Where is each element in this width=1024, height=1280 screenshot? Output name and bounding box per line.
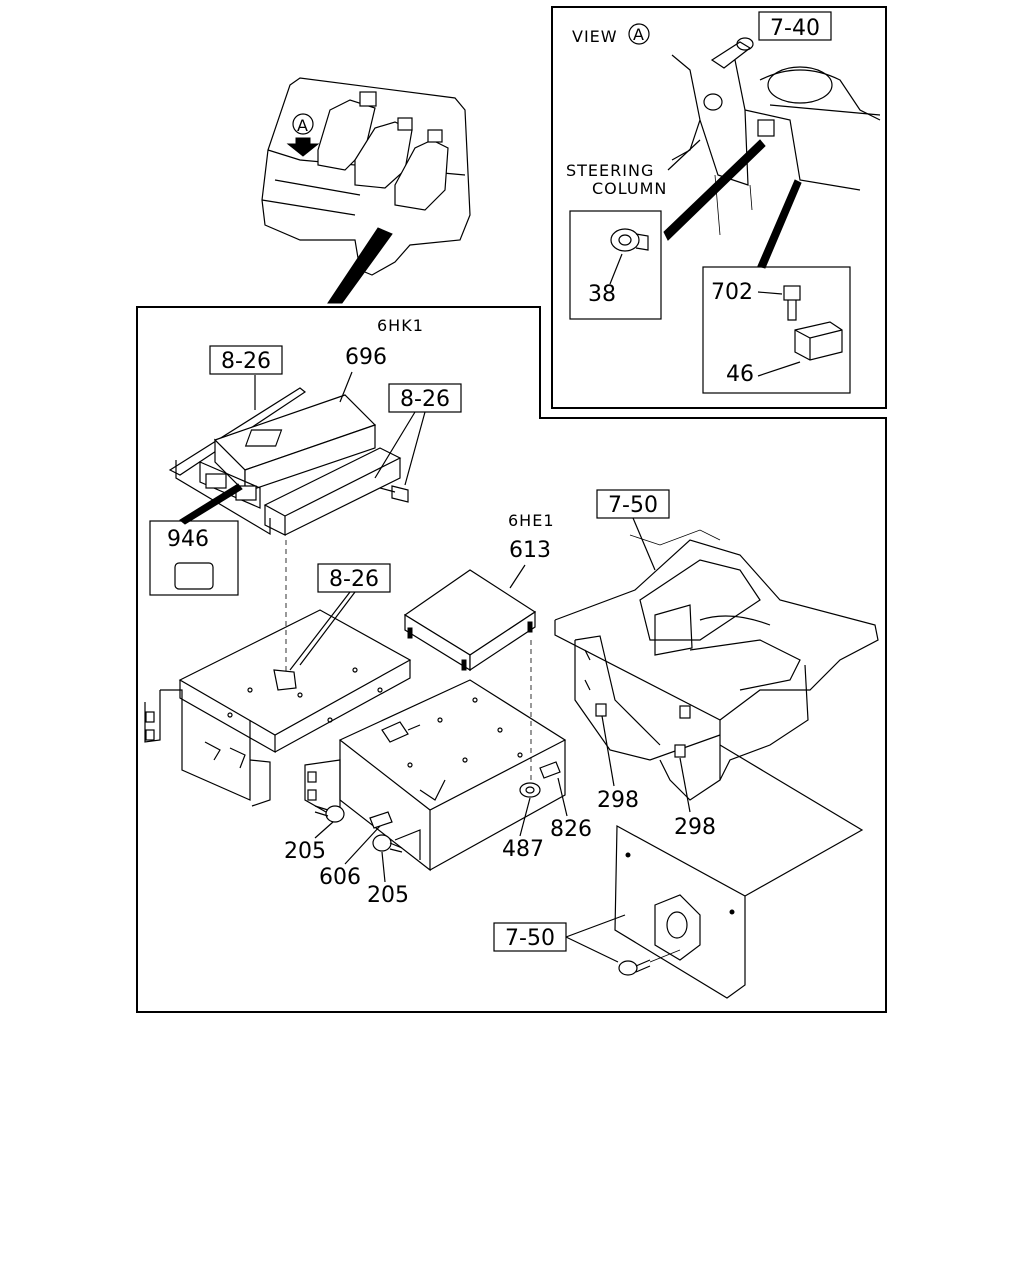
part-613-label: 613 bbox=[509, 538, 551, 563]
part-702-label: 702 bbox=[711, 280, 753, 305]
bolt-7-50-axis bbox=[649, 949, 681, 963]
part-205-a-label: 205 bbox=[284, 839, 326, 864]
steering-leader bbox=[667, 139, 701, 171]
cab-sketch: A bbox=[261, 77, 471, 304]
detail-38-arrow bbox=[663, 139, 766, 241]
view-a-frame bbox=[551, 6, 887, 409]
steering-label-line1: STEERING bbox=[566, 161, 654, 180]
part-298-b-leader bbox=[679, 757, 691, 813]
part-38-leader bbox=[609, 253, 623, 285]
part-702-leader bbox=[757, 291, 783, 295]
bolt-205-b bbox=[372, 834, 403, 853]
ecu-696-drawing bbox=[168, 387, 409, 536]
ecu-613-drawing bbox=[403, 569, 537, 672]
part-606-leader bbox=[344, 825, 381, 865]
steering-label-line2: COLUMN bbox=[592, 179, 667, 198]
ref-box-7-50-bottom bbox=[493, 922, 567, 952]
cab-view-arrow bbox=[286, 137, 320, 157]
part-205-a-leader bbox=[314, 821, 334, 839]
part-702-drawing bbox=[783, 285, 801, 321]
part-826-label: 826 bbox=[550, 817, 592, 842]
main-frame bbox=[136, 306, 887, 1013]
part-205-b-leader bbox=[381, 851, 386, 883]
view-a-marker-circle bbox=[628, 23, 650, 45]
side-cover-panel bbox=[614, 744, 864, 999]
part-946-label: 946 bbox=[167, 527, 209, 552]
steering-column-sketch bbox=[671, 37, 881, 236]
part-946-drawing bbox=[174, 562, 214, 590]
part-826-leader bbox=[557, 777, 568, 817]
detail-946-arrow bbox=[179, 483, 243, 525]
ref-7-50-bottom-leaders bbox=[565, 914, 626, 963]
part-487-leader bbox=[519, 797, 531, 837]
ref-8-26-lower-leaders bbox=[289, 591, 356, 671]
part-487-label: 487 bbox=[502, 837, 544, 862]
ref-box-8-26-lower bbox=[317, 563, 391, 593]
ref-8-26-right: 8-26 bbox=[400, 387, 450, 412]
ref-8-26-right-leaders bbox=[374, 411, 426, 486]
view-a-marker: A bbox=[633, 25, 645, 44]
ref-7-50-top: 7-50 bbox=[608, 493, 658, 518]
part-298-a-leader bbox=[601, 715, 615, 787]
view-a-inset: VIEW A 7-40 STEERING COLUMN 3 bbox=[551, 6, 887, 409]
ref-box-8-26-left bbox=[209, 345, 283, 375]
part-38-drawing bbox=[610, 228, 649, 252]
ref-box-8-26-right bbox=[388, 383, 462, 413]
cab-to-main-arrow bbox=[327, 227, 393, 304]
part-606-label: 606 bbox=[319, 865, 361, 890]
part-298-a-label: 298 bbox=[597, 788, 639, 813]
cab-marker: A bbox=[297, 116, 309, 135]
detail-702-arrow bbox=[757, 179, 802, 269]
engine-label-6hk1: 6HK1 bbox=[377, 316, 424, 335]
nut-487 bbox=[519, 782, 541, 798]
part-46-leader bbox=[757, 361, 801, 377]
part-613-leader bbox=[509, 564, 526, 589]
part-38-label: 38 bbox=[588, 282, 616, 307]
ref-8-26-lower: 8-26 bbox=[329, 567, 379, 592]
view-a-title: VIEW bbox=[572, 27, 618, 46]
ref-box-7-40 bbox=[758, 11, 832, 41]
part-696-leader bbox=[339, 371, 353, 403]
engine-label-6he1: 6HE1 bbox=[508, 511, 555, 530]
ref-box-7-50-top bbox=[596, 489, 670, 519]
bolt-205-a bbox=[314, 805, 345, 823]
seat-frame bbox=[554, 529, 879, 801]
ref-7-50-top-leader bbox=[632, 517, 656, 571]
clip-606 bbox=[369, 811, 393, 829]
detail-box-38 bbox=[569, 210, 662, 320]
part-696-label: 696 bbox=[345, 345, 387, 370]
mount-tray-lower bbox=[304, 679, 567, 872]
detail-box-702-46 bbox=[702, 266, 851, 394]
part-298-b-label: 298 bbox=[674, 815, 716, 840]
bolt-7-50 bbox=[618, 959, 651, 976]
part-46-drawing bbox=[794, 321, 843, 361]
ref-7-40: 7-40 bbox=[770, 16, 820, 41]
part-205-b-label: 205 bbox=[367, 883, 409, 908]
detail-box-946 bbox=[149, 520, 239, 596]
cab-marker-circle bbox=[292, 113, 314, 135]
mount-plate-upper bbox=[144, 609, 412, 807]
part-46-label: 46 bbox=[726, 362, 754, 387]
ref-7-50-bottom: 7-50 bbox=[505, 926, 555, 951]
ref-8-26-left: 8-26 bbox=[221, 349, 271, 374]
